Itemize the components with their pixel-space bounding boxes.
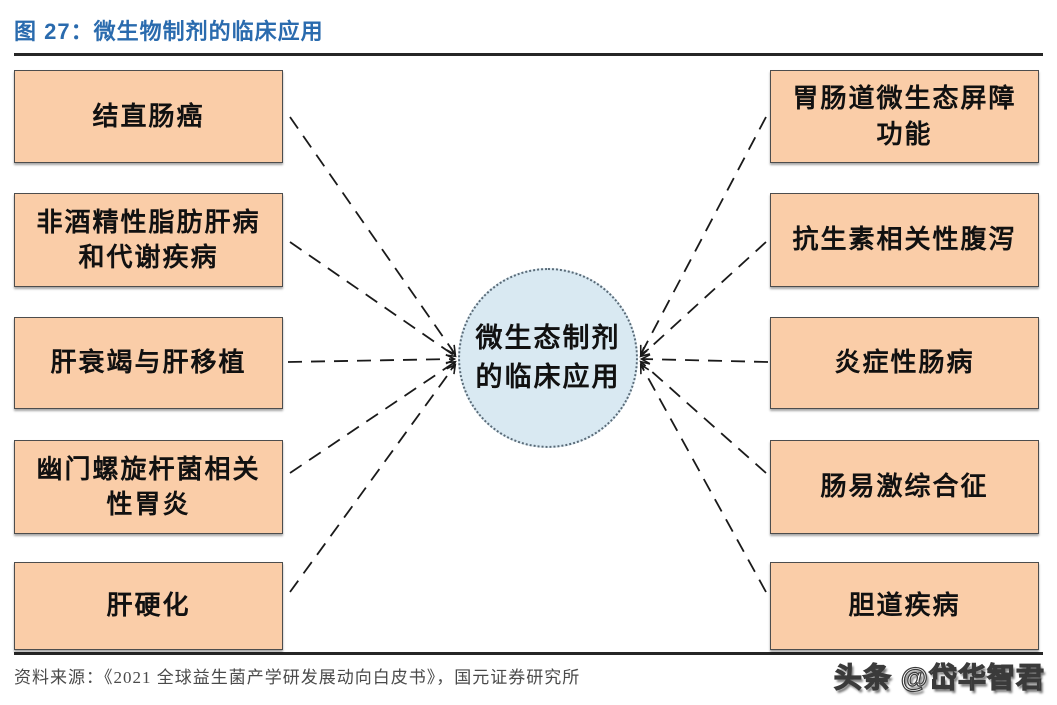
source-note: 资料来源：《2021 全球益生菌产学研发展动向白皮书》，国元证券研究所 (14, 668, 581, 687)
left-item-box-colorectal-cancer: 结直肠癌 (14, 70, 283, 163)
item-label: 幽门螺旋杆菌相关 性胃炎 (36, 454, 261, 519)
title-divider-rule (14, 53, 1043, 56)
right-item-box-gi-barrier-function: 胃肠道微生态屏障 功能 (770, 70, 1039, 163)
item-label: 肝衰竭与肝移植 (50, 348, 247, 378)
item-label: 抗生素相关性腹泻 (792, 225, 1017, 255)
item-label: 胃肠道微生态屏障 功能 (792, 84, 1017, 149)
figure-title: 图 27：微生物制剂的临床应用 (14, 19, 324, 44)
right-item-box-antibiotic-diarrhea: 抗生素相关性腹泻 (770, 193, 1039, 287)
left-item-box-liver-failure-transplant: 肝衰竭与肝移植 (14, 317, 283, 409)
right-item-box-biliary-disease: 胆道疾病 (770, 562, 1039, 650)
left-item-box-hpylori-gastritis: 幽门螺旋杆菌相关 性胃炎 (14, 440, 283, 534)
item-label: 非酒精性脂肪肝病 和代谢疾病 (36, 207, 261, 272)
right-item-box-ibs: 肠易激综合征 (770, 440, 1039, 534)
right-item-box-ibd: 炎症性肠病 (770, 317, 1039, 409)
item-label: 胆道疾病 (848, 591, 961, 621)
left-item-box-nafld-metabolic: 非酒精性脂肪肝病 和代谢疾病 (14, 193, 283, 287)
item-label: 肠易激综合征 (820, 472, 989, 502)
center-concept-label: 微生态制剂 的临床应用 (475, 322, 621, 392)
footer-divider-rule (14, 652, 1043, 655)
item-label: 肝硬化 (106, 591, 191, 621)
item-label: 结直肠癌 (92, 101, 205, 131)
item-label: 炎症性肠病 (834, 348, 975, 378)
left-item-box-cirrhosis: 肝硬化 (14, 562, 283, 650)
center-concept-circle: 微生态制剂 的临床应用 (458, 268, 638, 448)
watermark-text: 头条 @岱华智君 (833, 661, 1045, 693)
